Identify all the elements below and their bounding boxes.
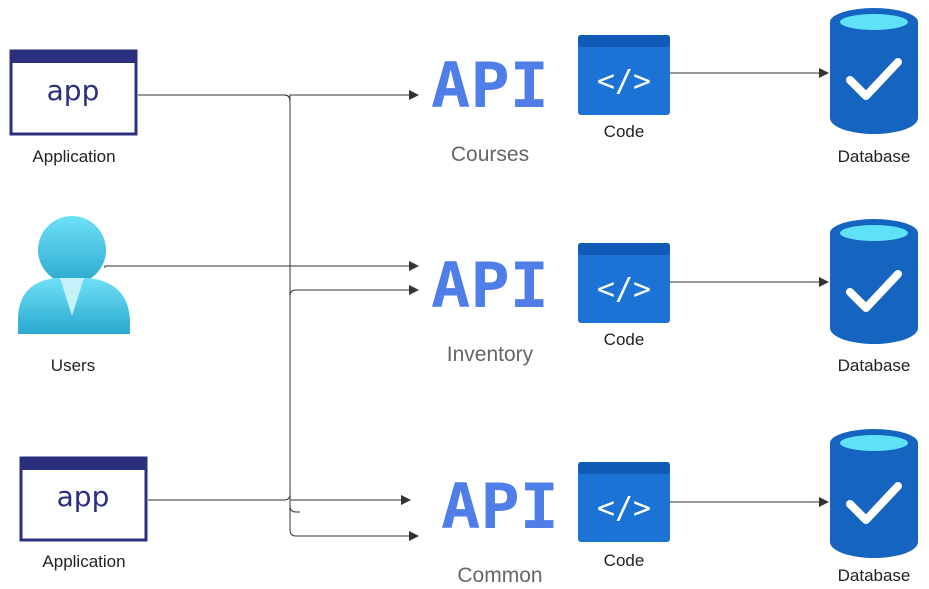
api-label-inventory: Inventory [446,343,534,366]
database-label-1: Database [837,147,911,166]
database-2 [830,219,918,344]
database-check-icon [830,8,918,134]
application-2-label: Application [42,552,126,571]
connector-app1-courses [138,90,419,102]
database-3 [830,429,918,558]
code-label-3: Code [603,551,645,570]
database-check-icon [830,429,918,558]
code-label-2: Code [603,330,645,349]
svg-text:</>: </> [597,491,651,526]
api-icon: API [441,470,559,543]
code-block-3: </> [578,462,670,542]
app-badge-text: app [47,74,100,107]
connector-app2-inventory [148,285,419,501]
api-label-courses: Courses [450,143,530,166]
connector-app2-common [289,500,410,513]
svg-text:</>: </> [597,272,651,307]
database-label-3: Database [837,566,911,585]
code-icon [578,462,670,542]
code-icon [578,243,670,323]
app-badge-text: app [57,480,110,513]
application-2: app [19,456,148,542]
application-1: app [9,49,138,136]
code-label-1: Code [603,122,645,141]
svg-text:</>: </> [597,64,651,99]
database-1 [830,8,918,134]
connector-users-inventory [104,261,419,271]
user-icon [18,216,130,334]
users-label: Users [50,356,96,375]
database-label-2: Database [837,356,911,375]
api-icon: API [431,249,549,322]
code-icon [578,35,670,115]
code-block-2: </> [578,243,670,323]
code-block-1: </> [578,35,670,115]
users-client [18,216,130,334]
application-1-label: Application [32,147,116,166]
database-check-icon [830,219,918,344]
api-icon: API [431,49,549,122]
app-window-icon [9,49,138,136]
api-label-common: Common [457,564,543,587]
api-icons: API API API [431,49,559,543]
code-db-connectors [670,68,829,507]
client-connectors [104,90,419,541]
connector-app1-common [283,94,419,541]
